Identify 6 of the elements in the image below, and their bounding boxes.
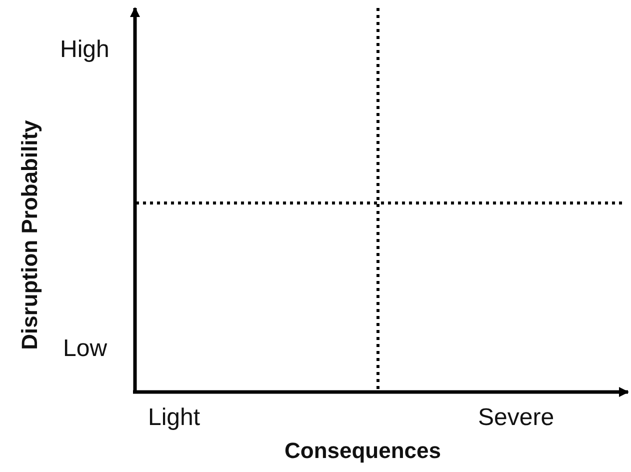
- axis-tick-label: Severe: [478, 406, 554, 430]
- axis-tick-label: High: [60, 38, 110, 62]
- axis-tick-label: Light: [148, 406, 200, 430]
- axis-title: Disruption Probability: [18, 120, 41, 350]
- axis-title: Consequences: [284, 440, 441, 462]
- axis-tick-label: Low: [63, 337, 108, 361]
